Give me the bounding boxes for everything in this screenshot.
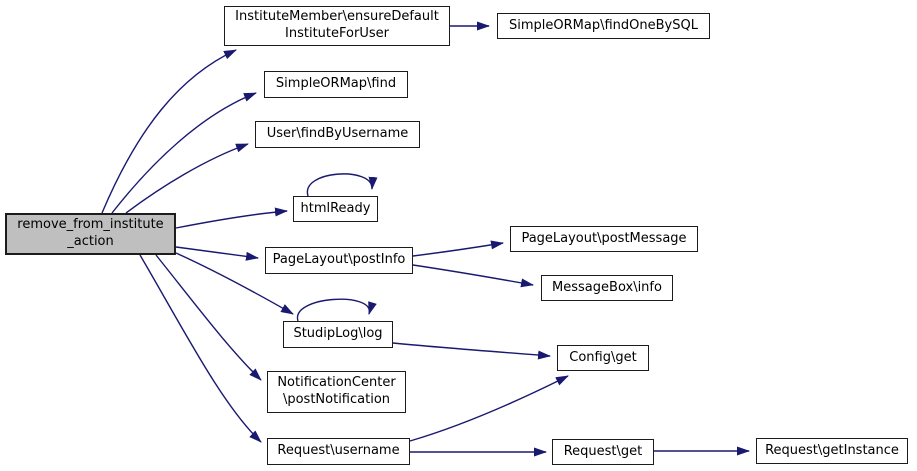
node-page-layout-post-info[interactable]: PageLayout\postInfo xyxy=(265,247,413,274)
node-institute-member-ensure-default-institute-for-user[interactable]: InstituteMember\ensureDefault InstituteF… xyxy=(224,6,450,46)
node-html-ready[interactable]: htmlReady xyxy=(293,196,378,222)
node-request-get-instance[interactable]: Request\getInstance xyxy=(756,438,908,464)
edge-root-to-studip-log xyxy=(175,252,294,315)
node-user-find-by-username[interactable]: User\findByUsername xyxy=(255,121,420,148)
node-studip-log-log[interactable]: StudipLog\log xyxy=(283,321,393,348)
edge-studip-log-to-config-get xyxy=(392,342,551,360)
edge-root-to-user-find-by-username xyxy=(125,143,249,214)
node-simple-ormap-find-one-by-sql[interactable]: SimpleORMap\findOneBySQL xyxy=(497,13,710,39)
edge-post-info-to-message-box-info xyxy=(412,264,534,288)
node-remove-from-institute-action: remove_from_institute _action xyxy=(5,213,176,255)
node-message-box-info[interactable]: MessageBox\info xyxy=(541,275,673,301)
node-notification-center-post-notification[interactable]: NotificationCenter \postNotification xyxy=(267,371,406,413)
edge-root-to-notification-center xyxy=(155,254,262,381)
edge-root-to-request-username xyxy=(139,254,262,443)
edge-html-ready-self-loop xyxy=(306,173,378,197)
edge-root-to-simple-ormap-find xyxy=(111,92,257,214)
edge-post-info-to-post-message xyxy=(412,240,504,257)
edge-root-to-html-ready xyxy=(175,207,288,229)
node-request-username[interactable]: Request\username xyxy=(267,438,410,465)
node-page-layout-post-message[interactable]: PageLayout\postMessage xyxy=(510,226,698,252)
edge-root-to-institute-member xyxy=(101,49,237,214)
edge-studip-log-self-loop xyxy=(297,298,377,322)
node-request-get[interactable]: Request\get xyxy=(552,439,654,465)
edge-root-to-page-layout-post-info xyxy=(175,246,259,261)
edge-request-username-to-config-get xyxy=(409,375,569,442)
node-config-get[interactable]: Config\get xyxy=(557,345,649,371)
node-simple-ormap-find[interactable]: SimpleORMap\find xyxy=(264,71,408,98)
